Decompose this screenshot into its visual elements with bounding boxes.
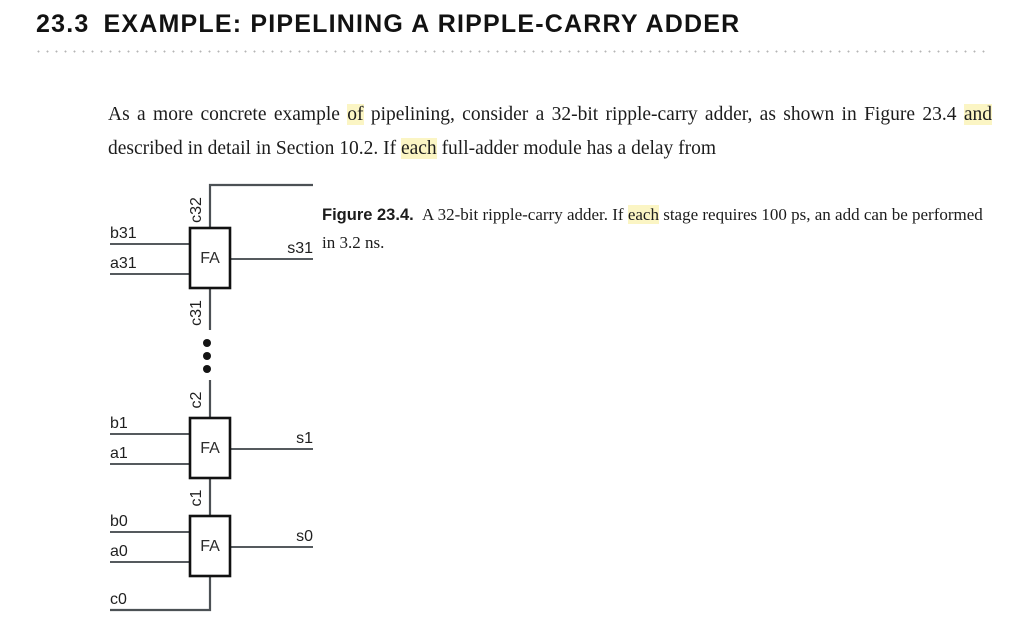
label-c2: c2	[188, 391, 205, 408]
section-title: EXAMPLE: PIPELINING A RIPPLE-CARRY ADDER	[103, 10, 741, 38]
body-text-2: pipelining, consider a 32-bit ripple-car…	[363, 103, 964, 125]
full-adder-block-middle-label: FA	[200, 440, 220, 457]
body-text-3: described in detail in Section 10.2. If	[108, 137, 401, 159]
figure-caption: Figure 23.4. A 32-bit ripple-carry adder…	[322, 201, 994, 256]
body-text-1: As a more concrete example	[108, 103, 348, 125]
highlight-of: of	[347, 103, 364, 125]
full-adder-block-middle	[188, 416, 232, 480]
figure-caption-text-2: stage requires 100 ps, an add can be per…	[322, 205, 983, 252]
full-adder-block-top-label: FA	[200, 250, 220, 267]
wire-carry-in-c0	[110, 576, 212, 612]
highlight-caption-each: each	[627, 205, 659, 224]
section-number: 23.3	[36, 10, 90, 38]
heading-dotted-rule	[34, 50, 990, 53]
label-a31: a31	[110, 255, 137, 272]
label-s31: s31	[287, 240, 313, 257]
highlight-each: each	[400, 137, 437, 159]
full-adder-block-bottom-label: FA	[200, 538, 220, 555]
label-b31: b31	[110, 225, 137, 242]
ripple-carry-adder-diagram: FA c32 c31 b31 a31 s31 FA c2 c1 b1 a1 s1	[100, 170, 340, 630]
body-paragraph: As a more concrete example of pipelining…	[108, 98, 992, 166]
label-c0: c0	[110, 591, 127, 608]
figure-caption-label: Figure 23.4.	[322, 206, 414, 224]
label-c31: c31	[188, 300, 205, 326]
highlight-and: and	[963, 103, 992, 125]
label-a1: a1	[110, 445, 128, 462]
label-b1: b1	[110, 415, 128, 432]
label-s1: s1	[296, 430, 313, 447]
body-text-4: full-adder module has a delay from	[436, 137, 717, 159]
label-s0: s0	[296, 528, 313, 545]
label-a0: a0	[110, 543, 128, 560]
full-adder-block-top	[188, 226, 232, 290]
label-c1: c1	[188, 489, 205, 506]
vertical-ellipsis-icon	[203, 339, 211, 373]
figure-caption-text-1: A 32-bit ripple-carry adder. If	[418, 205, 628, 224]
full-adder-block-bottom	[188, 514, 232, 578]
label-c32: c32	[188, 197, 205, 223]
section-heading: 23.3 EXAMPLE: PIPELINING A RIPPLE-CARRY A…	[36, 10, 740, 39]
label-b0: b0	[110, 513, 128, 530]
wire-carry-out-c32	[208, 183, 313, 228]
